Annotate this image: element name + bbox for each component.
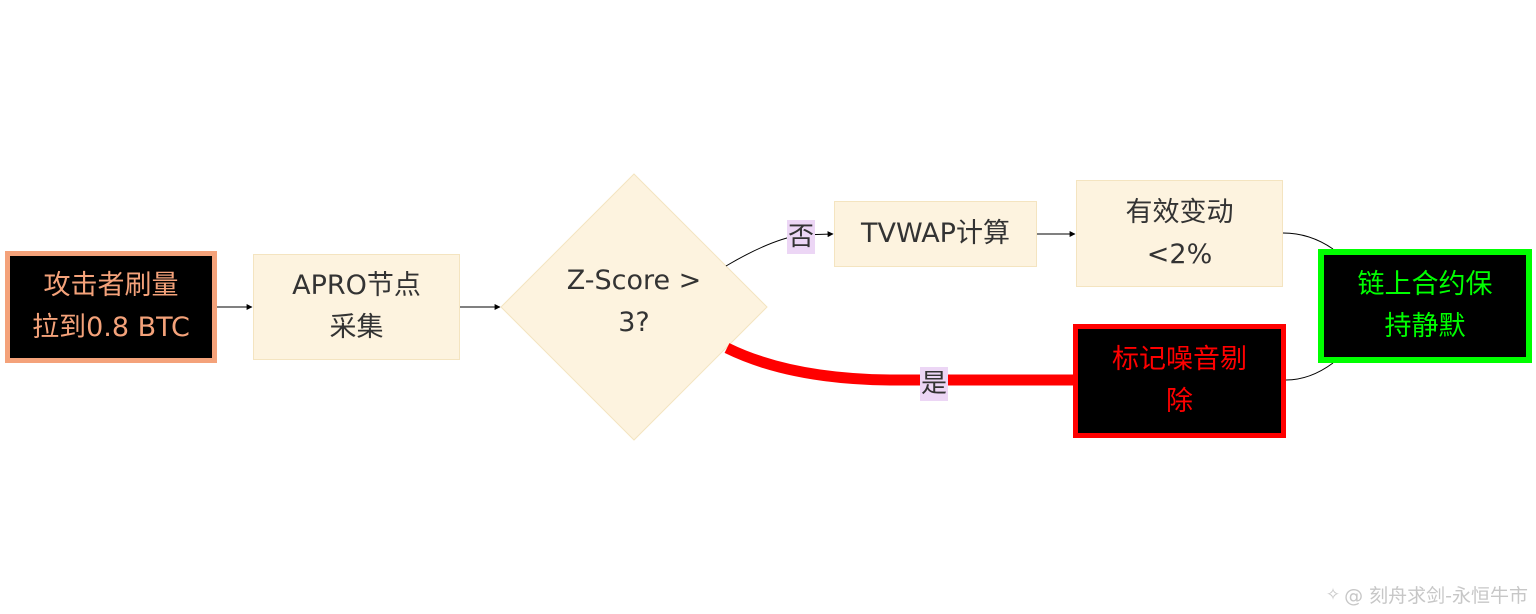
mark-noise-label: 标记噪音剔 除 [1112,344,1247,417]
decision-diamond [500,173,768,441]
watermark-text: @ 刻舟求剑-永恒牛市 [1344,585,1528,607]
sparkle-icon: ✧ [1325,584,1341,605]
edge-label-no: 否 [787,220,816,254]
zscore-decision-node: Z-Score > 3? [503,208,765,408]
attacker-label: 攻击者刷量 拉到0.8 BTC [32,270,190,343]
contract-silent-label: 链上合约保 持静默 [1357,269,1493,342]
edge-label-yes: 是 [920,367,949,401]
edge-valid-to-silent [1282,232,1334,250]
watermark: ✧ @ 刻舟求剑-永恒牛市 [1326,581,1528,608]
contract-silent-node: 链上合约保 持静默 [1318,249,1532,363]
valid-change-label: 有效变动 <2% [1125,196,1234,270]
edge-mark-to-silent [1285,362,1334,381]
zscore-label: Z-Score > 3? [566,265,702,338]
tvwap-node: TVWAP计算 [834,201,1037,267]
valid-change-node: 有效变动 <2% [1076,180,1283,287]
apro-node: APRO节点 采集 [253,254,460,360]
edge-zscore-to-mark [724,343,1073,386]
apro-label: APRO节点 采集 [292,270,421,343]
mark-noise-node: 标记噪音剔 除 [1073,324,1286,438]
tvwap-label: TVWAP计算 [861,218,1010,249]
attacker-node: 攻击者刷量 拉到0.8 BTC [5,251,217,363]
